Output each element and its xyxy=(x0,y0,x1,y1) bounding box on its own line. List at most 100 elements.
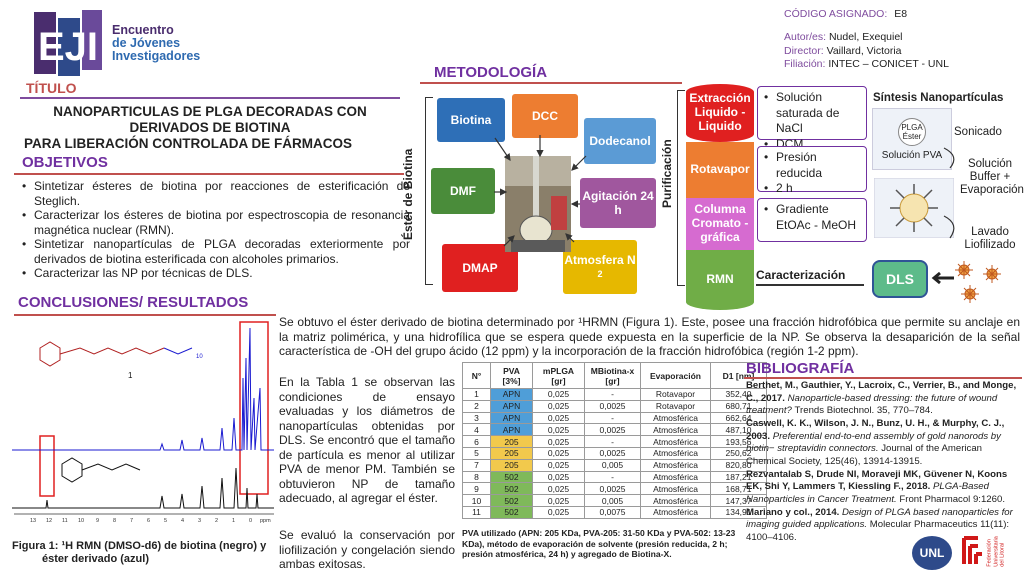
fed-text: del Litoral xyxy=(999,543,1006,567)
table-cell: 0,025 xyxy=(532,423,585,437)
table-header-cell: MBiotina-x [gr] xyxy=(584,362,641,389)
reagent-dodecanol: Dodecanol xyxy=(584,118,656,164)
reference-item: Berthet, M., Gauthier, Y., Lacroix, C., … xyxy=(746,380,1022,418)
table-cell: 1 xyxy=(462,388,491,401)
table-cell: 0,025 xyxy=(532,435,585,448)
option-box: Gradiente EtOAc - MeOH xyxy=(757,198,867,242)
table-cell: 0,0025 xyxy=(584,482,641,496)
table-cell: 193,56 xyxy=(710,435,767,448)
tick-label: ppm xyxy=(260,518,271,524)
table-header-cell: Evaporación xyxy=(640,362,711,389)
table-cell: Atmosférica xyxy=(640,470,711,484)
director-value: Vaillard, Victoria xyxy=(826,44,902,57)
table-cell: 487,10 xyxy=(710,423,767,437)
tick-label: 6 xyxy=(147,518,150,524)
list-item: Gradiente EtOAc - MeOH xyxy=(762,202,862,233)
ester-label-small: Éster xyxy=(902,131,922,141)
eji-logo: EJI xyxy=(32,8,104,80)
table-cell: 0,025 xyxy=(532,446,585,460)
reference-authors: Rezvantalab S, Drude NI, Moraveji MK, Gü… xyxy=(746,468,1008,493)
code-value: E8 xyxy=(894,8,908,20)
reagent-dmap: DMAP xyxy=(442,244,518,292)
author-label: Autor/es: xyxy=(784,31,827,43)
table-cell: 820,80 xyxy=(710,458,767,472)
tick-label: 5 xyxy=(164,518,167,524)
tick-label: 2 xyxy=(215,518,218,524)
reagent-dcc: DCC xyxy=(512,94,578,138)
table-1: N°PVA [3%]mPLGA [gr]MBiotina-x [gr]Evapo… xyxy=(462,362,767,519)
table-cell: Atmosférica xyxy=(640,446,711,460)
reference-authors: Berthet, M., Gauthier, Y., Lacroix, C., … xyxy=(746,380,1017,404)
nanoparticle-icon xyxy=(874,178,954,238)
chain-subscript: 10 xyxy=(196,354,203,360)
black-spectrum xyxy=(12,467,274,509)
table-cell: 0,0025 xyxy=(584,423,641,437)
table-header-cell: N° xyxy=(462,362,491,389)
solution-pva-panel: PLGA Éster Solución PVA xyxy=(872,108,952,170)
list-item: Caracterizar las NP por técnicas de DLS. xyxy=(20,266,410,281)
table-cell: 168,71 xyxy=(710,482,767,496)
blue-spectrum xyxy=(12,327,274,451)
reagent-biotina: Biotina xyxy=(437,98,505,142)
buffer-label: Solución Buffer + Evaporación xyxy=(960,158,1024,196)
affil-value: INTEC – CONICET - UNL xyxy=(828,58,949,70)
divider xyxy=(14,173,404,175)
table-cell: 0,025 xyxy=(532,458,585,472)
table-cell: APN xyxy=(490,399,533,413)
table-cell: - xyxy=(584,411,641,425)
table-cell: 10 xyxy=(462,494,491,507)
table-cell: 502 xyxy=(490,505,533,519)
plga-label: PLGA xyxy=(901,122,923,132)
reagent-dmf: DMF xyxy=(431,168,495,214)
fed-logo: Federación Universitaria del Litoral xyxy=(960,534,1012,568)
tick-label: 11 xyxy=(62,518,68,524)
reagent-atmosfera: Atmosfera N 2 xyxy=(563,240,637,294)
reference-item: Rezvantalab S, Drude NI, Moraveji MK, Gü… xyxy=(746,469,1022,507)
table-header-cell: mPLGA [gr] xyxy=(532,362,585,389)
table-cell: 205 xyxy=(490,458,533,472)
tick-label: 0 xyxy=(249,518,252,524)
table-cell: 0,025 xyxy=(532,399,585,413)
table-cell: Rotavapor xyxy=(640,399,711,413)
atmosfera-text: Atmosfera N xyxy=(564,253,636,267)
tick-label: 9 xyxy=(96,518,99,524)
table-cell: - xyxy=(584,435,641,448)
logo-title-line: de Jóvenes xyxy=(112,36,181,50)
table-cell: 205 xyxy=(490,435,533,448)
plga-particle-icon: PLGA Éster xyxy=(898,117,926,146)
sol-pva-label: Solución PVA xyxy=(881,149,943,161)
reference-source: Journal of the American Chemical Society… xyxy=(746,443,982,467)
step-rotavapor: Rotavapor xyxy=(686,142,754,198)
table-cell: 7 xyxy=(462,458,491,472)
table-cell: 11 xyxy=(462,505,491,519)
table-cell: 3 xyxy=(462,411,491,425)
dls-box: DLS xyxy=(872,260,928,298)
nmr-spectrum: 13 12 11 10 9 8 7 6 5 4 3 2 1 0 ppm 1 10 xyxy=(12,321,274,524)
author-value: Nudel, Exequiel xyxy=(828,31,903,43)
table-cell: 2 xyxy=(462,399,491,413)
list-item: Presión reducida xyxy=(762,150,862,181)
reference-authors: Mariano y col., 2014. xyxy=(746,506,842,518)
table-cell: 187,21 xyxy=(710,470,767,484)
tick-label: 4 xyxy=(181,518,184,524)
logo-letters: EJI xyxy=(38,25,98,69)
title-line: PARA LIBERACIÓN CONTROLADA DE FÁRMACOS xyxy=(24,136,352,151)
table-cell: 4 xyxy=(462,423,491,437)
table-header-cell: D1 [nm] xyxy=(710,362,767,389)
table-cell: 0,025 xyxy=(532,494,585,507)
reference-title: Nanoparticle-based dressing: the future … xyxy=(746,392,998,417)
results-paragraph: En la Tabla 1 se observan las condicione… xyxy=(279,375,455,505)
ester-label: Éster de Biotina xyxy=(401,148,415,240)
table-cell: Atmosférica xyxy=(640,494,711,507)
bracket xyxy=(677,90,685,286)
reference-title: PLGA-Based Nanoparticles in Cancer Treat… xyxy=(746,481,989,505)
divider xyxy=(20,97,400,99)
table-cell: - xyxy=(584,388,641,401)
